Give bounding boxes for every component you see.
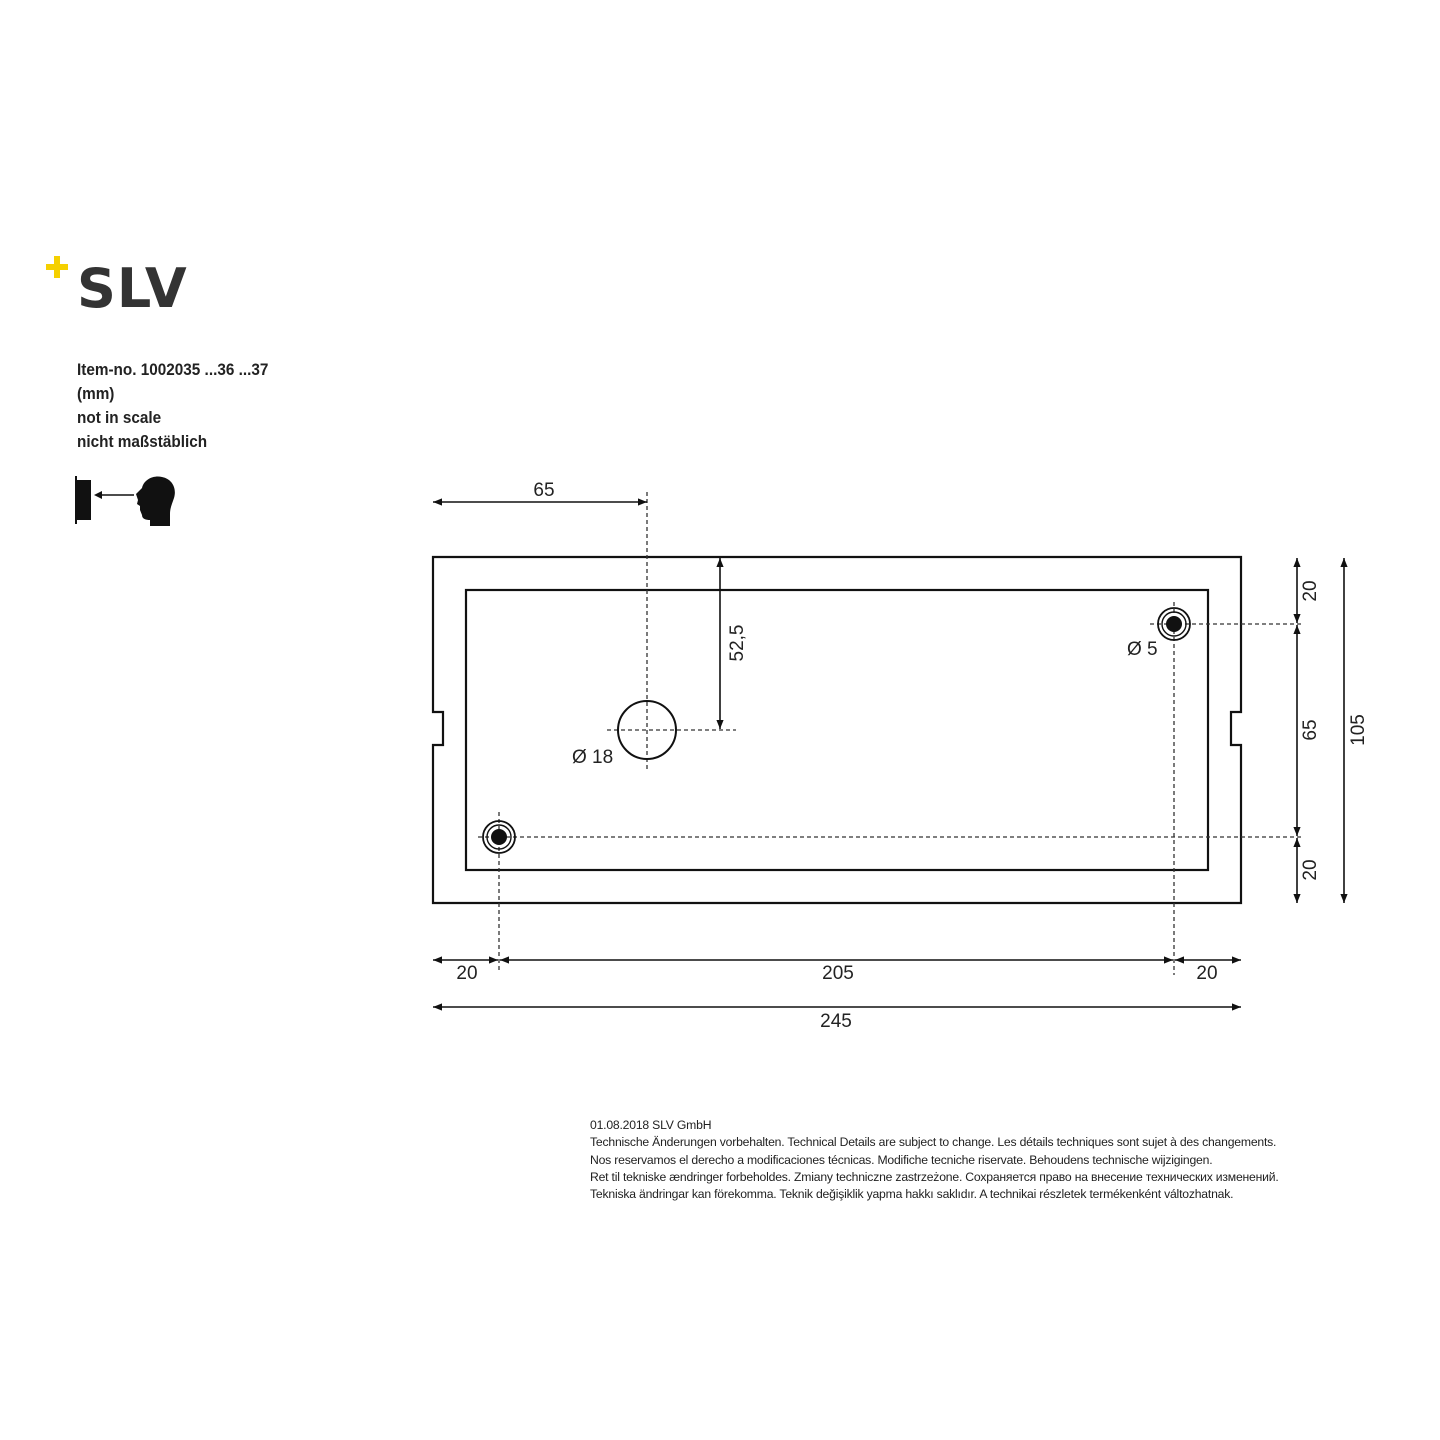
cable-entry-hole — [617, 700, 677, 760]
dim-big-hole-diameter: Ø 18 — [572, 747, 613, 768]
mounting-hole-bottom-left — [482, 820, 516, 854]
housing-outline — [431, 555, 1243, 905]
dim-bottom-middle: 205 — [822, 963, 854, 984]
dim-hole-offset-y: 52,5 — [727, 625, 748, 662]
footer-disclaimer: 01.08.2018 SLV GmbH Technische Änderunge… — [590, 1117, 1279, 1203]
dim-total-height: 105 — [1348, 714, 1369, 746]
footer-date-company: 01.08.2018 SLV GmbH — [590, 1118, 712, 1132]
item-info: Item-no. 1002035 ...36 ...37 (mm) not in… — [77, 358, 268, 454]
brand-logo: SLV — [77, 257, 188, 320]
inner-panel — [464, 588, 1210, 872]
scale-note-en: not in scale — [77, 408, 162, 427]
footer-line: Tekniska ändringar kan förekomma. Teknik… — [590, 1187, 1234, 1202]
item-number: Item-no. 1002035 ...36 ...37 — [77, 360, 269, 379]
scale-note-de: nicht maßstäblich — [77, 432, 208, 451]
dim-bottom-right: 20 — [1196, 963, 1217, 984]
footer-line: Nos reservamos el derecho a modificacion… — [590, 1152, 1213, 1167]
dim-total-width: 245 — [820, 1011, 852, 1032]
dim-right-top: 20 — [1300, 580, 1321, 601]
mounting-hole-top-right — [1157, 607, 1191, 641]
dim-right-middle: 65 — [1300, 719, 1321, 740]
dim-bottom-left: 20 — [456, 963, 477, 984]
footer-line: Ret til tekniske ændringer forbeholdes. … — [590, 1169, 1279, 1184]
footer-line: Technische Änderungen vorbehalten. Techn… — [590, 1135, 1277, 1150]
dim-hole-offset-x: 65 — [533, 480, 554, 501]
dim-small-hole-diameter: Ø 5 — [1127, 639, 1158, 660]
view-from-front-icon — [75, 476, 175, 526]
slv-logo-plus-icon — [46, 256, 68, 278]
unit-label: (mm) — [77, 384, 115, 403]
dim-right-bottom: 20 — [1300, 859, 1321, 880]
